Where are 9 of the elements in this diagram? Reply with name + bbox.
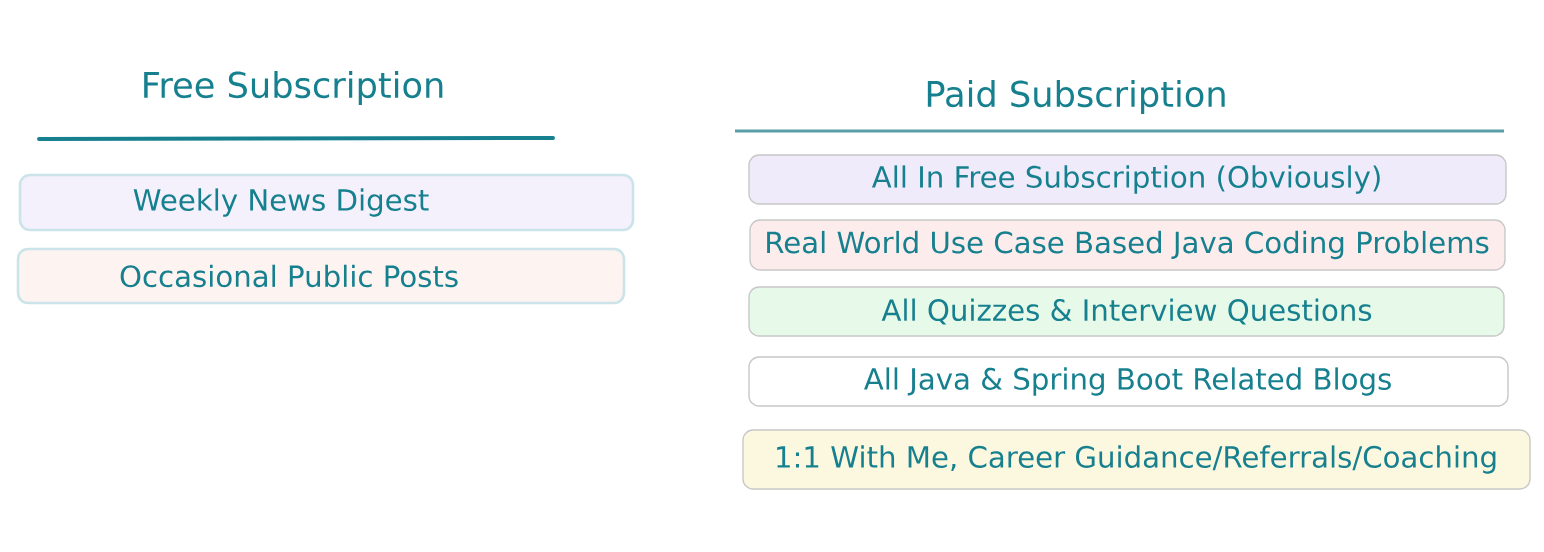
feature-box: 1:1 With Me, Career Guidance/Referrals/Coaching [742,429,1531,490]
feature-box: Real World Use Case Based Java Coding Problems [749,219,1506,271]
feature-box: All Java & Spring Boot Related Blogs [748,356,1509,407]
feature-box: All Quizzes & Interview Questions [748,286,1505,337]
feature-box: Occasional Public Posts [16,247,626,305]
feature-box: Weekly News Digest [18,173,635,232]
column-heading: Paid Subscription [927,80,1225,114]
feature-box: All In Free Subscription (Obviously) [748,154,1507,205]
column-heading: Free Subscription [144,71,443,105]
